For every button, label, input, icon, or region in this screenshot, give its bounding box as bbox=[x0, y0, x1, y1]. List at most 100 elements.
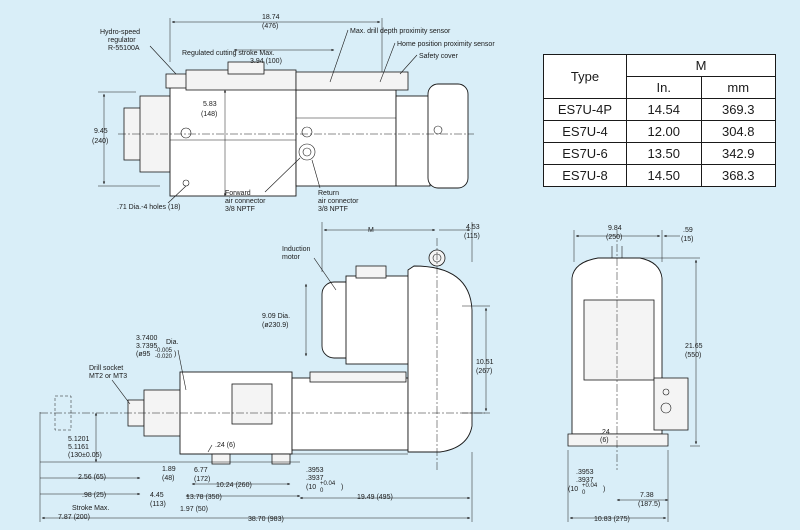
dim-189: 1.89 bbox=[162, 466, 176, 473]
spindle-height-1: 5.1201 bbox=[68, 436, 90, 443]
end-d3937: .3937 bbox=[576, 477, 594, 484]
in-cell: 13.50 bbox=[626, 142, 702, 165]
end-regulator-block bbox=[653, 377, 689, 431]
type-header: Type bbox=[543, 54, 627, 99]
forward-connector-label-2: air connector bbox=[225, 198, 266, 205]
forward-port-circle bbox=[298, 143, 316, 161]
induction-motor-label-1: Induction bbox=[282, 246, 311, 253]
dim-3937-tol0: 0 bbox=[320, 488, 324, 494]
dim-1024: 10.24 (260) bbox=[216, 482, 252, 489]
top-view: 18.74 (476) Regulated cutting stroke Max… bbox=[92, 14, 495, 213]
mm-cell: 304.8 bbox=[700, 120, 776, 143]
spindle-height-3: (130±0.05) bbox=[68, 452, 102, 459]
side-overall: 38.70 (983) bbox=[248, 516, 284, 523]
top-regulator-cap bbox=[227, 61, 265, 75]
quill-dia-line1: 3.7400 bbox=[136, 335, 158, 342]
max-depth-sensor-label: Max. drill depth proximity sensor bbox=[350, 28, 451, 35]
end-d3937-tol0: 0 bbox=[582, 490, 586, 496]
dim-3937: .3937 bbox=[306, 475, 324, 482]
end-height-mm: (550) bbox=[685, 352, 701, 359]
stroke-max-label: Regulated cutting stroke Max. bbox=[182, 50, 275, 57]
dim-1378: 13.78 (350) bbox=[186, 494, 222, 501]
top-height-mm: (240) bbox=[92, 138, 108, 145]
mm-header: mm bbox=[700, 76, 776, 99]
end-width-mm: (250) bbox=[606, 234, 622, 241]
dim-3937-tol: +0.04 bbox=[320, 481, 336, 487]
in-header: In. bbox=[626, 76, 702, 99]
quill-tol-upper: -0.005 bbox=[155, 348, 173, 354]
table-row: ES7U-6 13.50 342.9 bbox=[543, 142, 776, 165]
mm-cell: 342.9 bbox=[700, 142, 776, 165]
spec-table: Type M In. mm ES7U-4P 14.54 369.3 ES7U-4… bbox=[543, 54, 776, 187]
type-cell: ES7U-4P bbox=[543, 98, 627, 121]
top-inner-mm: (148) bbox=[201, 111, 217, 118]
top-overall-mm: (476) bbox=[262, 23, 278, 30]
mm-cell: 369.3 bbox=[700, 98, 776, 121]
side-feed-unit bbox=[291, 377, 409, 451]
end-d3937-close: ) bbox=[603, 486, 605, 493]
end-overall: 10.83 (275) bbox=[594, 516, 630, 523]
m-header: M bbox=[626, 54, 776, 77]
return-connector-label-1: Return bbox=[318, 190, 339, 197]
m-dim-label: M bbox=[368, 227, 374, 234]
quill-tol-lower: -0.020 bbox=[155, 354, 173, 360]
stroke-max-side-1: Stroke Max. bbox=[72, 505, 109, 512]
in-cell: 14.54 bbox=[626, 98, 702, 121]
mm-cell: 368.3 bbox=[700, 164, 776, 187]
type-cell: ES7U-8 bbox=[543, 164, 627, 187]
right-top-in: 4.53 bbox=[466, 224, 480, 231]
stroke-max-side-2: 7.87 (200) bbox=[58, 514, 90, 521]
top-sensor-rail bbox=[295, 71, 409, 91]
motor-dia-line1: 9.09 Dia. bbox=[262, 313, 290, 320]
top-feed-unit bbox=[295, 89, 397, 187]
end-width-in: 9.84 bbox=[608, 225, 622, 232]
top-height-in: 9.45 bbox=[94, 128, 108, 135]
drill-socket-label-2: MT2 or MT3 bbox=[89, 373, 127, 380]
in-cell: 12.00 bbox=[626, 120, 702, 143]
dim-445-mm: (113) bbox=[150, 501, 166, 508]
top-overall-in: 18.74 bbox=[262, 14, 280, 21]
spindle-height-2: 5.1161 bbox=[68, 444, 89, 451]
side-height-in: 10.51 bbox=[476, 359, 494, 366]
end-base-in: .24 bbox=[600, 429, 610, 436]
dim-677-mm: (172) bbox=[194, 476, 210, 483]
quill-tol-mm: (ø95 bbox=[136, 351, 151, 358]
mounting-holes-label: .71 Dia.-4 holes (18) bbox=[117, 204, 180, 211]
table-row: ES7U-4 12.00 304.8 bbox=[543, 120, 776, 143]
type-cell: ES7U-6 bbox=[543, 142, 627, 165]
home-sensor-label: Home position proximity sensor bbox=[397, 41, 495, 48]
dim-445: 4.45 bbox=[150, 492, 164, 499]
hydro-regulator-label-1: Hydro-speed bbox=[100, 29, 140, 36]
motor-terminal-box bbox=[355, 265, 387, 279]
top-motor-collar bbox=[395, 95, 431, 187]
return-connector-label-3: 3/8 NPTF bbox=[318, 206, 348, 213]
right-top-mm: (115) bbox=[464, 233, 480, 240]
in-cell: 14.50 bbox=[626, 164, 702, 187]
induction-motor-label-2: motor bbox=[282, 254, 301, 261]
stroke-max-value: 3.94 (100) bbox=[250, 58, 282, 65]
spec-table-header-row: Type M bbox=[543, 54, 776, 99]
end-d3937-tol: +0.04 bbox=[582, 483, 598, 489]
side-guide-rail bbox=[309, 371, 407, 383]
dim-189-mm: (48) bbox=[162, 475, 174, 482]
end-half-mm: (187.5) bbox=[638, 501, 660, 508]
dim-256: 2.56 (65) bbox=[78, 474, 106, 481]
dim-1949: 19.49 (495) bbox=[357, 494, 393, 501]
return-connector-label-2: air connector bbox=[318, 198, 359, 205]
side-access-panel bbox=[231, 383, 273, 425]
type-cell: ES7U-4 bbox=[543, 120, 627, 143]
dim-677: 6.77 bbox=[194, 467, 208, 474]
dim-024: .24 (6) bbox=[215, 442, 235, 449]
side-housing-cover bbox=[407, 265, 473, 453]
hydro-regulator-label-2: regulator bbox=[108, 37, 136, 44]
dim-098: .98 (25) bbox=[82, 492, 106, 499]
end-d3953: .3953 bbox=[576, 469, 594, 476]
dim-3953: .3953 bbox=[306, 467, 324, 474]
end-base bbox=[567, 433, 669, 447]
quill-dia-line2: 3.7395 bbox=[136, 343, 158, 350]
end-top-in: .59 bbox=[683, 227, 693, 234]
dim-3937-mm: (10 bbox=[306, 484, 316, 491]
forward-connector-label-3: 3/8 NPTF bbox=[225, 206, 255, 213]
end-half-in: 7.38 bbox=[640, 492, 654, 499]
